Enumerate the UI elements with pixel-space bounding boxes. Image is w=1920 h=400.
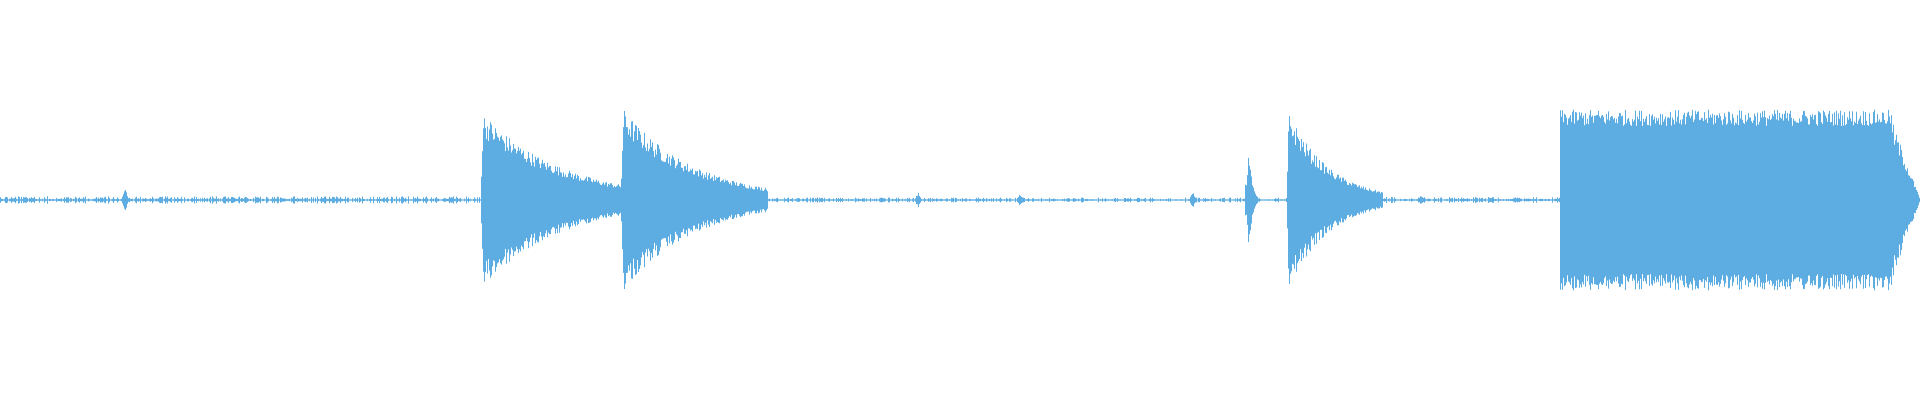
waveform-path [0, 109, 1920, 291]
waveform-bars [0, 109, 1920, 291]
